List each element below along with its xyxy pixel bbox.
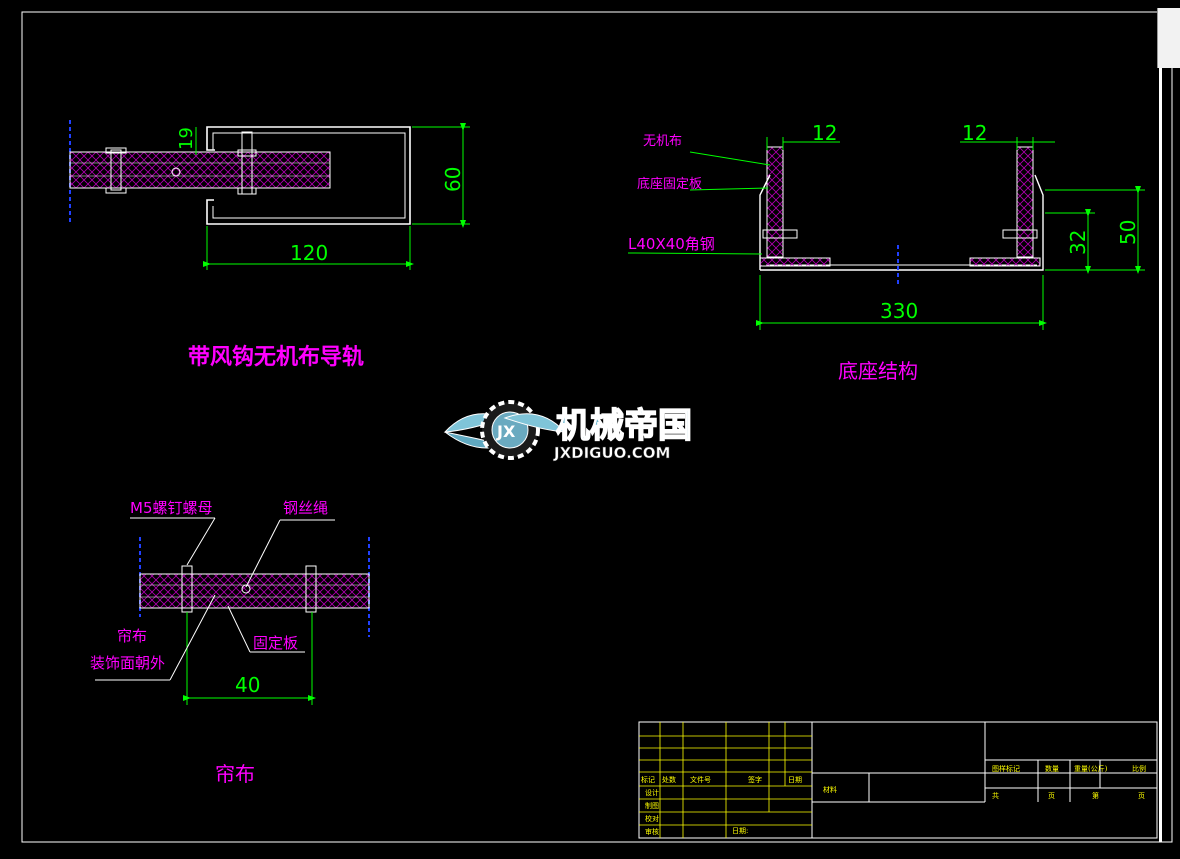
base-dim-top-right: 12 — [962, 121, 987, 145]
title-block — [638, 721, 1158, 839]
watermark-logo: JX 机械帝国 JXDIGUO.COM — [443, 400, 693, 462]
curtain-view: 40 M5螺钉螺母 钢丝绳 帘布 装饰面朝外 固定板 帘布 — [90, 499, 370, 786]
watermark-badge: JX — [496, 422, 516, 441]
tb-label-date2: 日期: — [732, 827, 748, 835]
base-label-cloth: 无机布 — [643, 134, 682, 149]
guide-rail-title: 带风钩无机布导轨 — [188, 344, 364, 370]
guide-rail-curtain — [69, 151, 331, 189]
guide-rail-channel — [206, 126, 411, 225]
guide-rail-height-label: 60 — [441, 167, 465, 192]
curtain-label-facing: 装饰面朝外 — [90, 654, 165, 672]
curtain-label-bolt: M5螺钉螺母 — [130, 499, 213, 517]
guide-rail-bolt-right — [237, 131, 257, 195]
tb-label-review: 审核 — [645, 827, 659, 836]
tb-label-sign: 签字 — [748, 775, 762, 784]
tb-label-pattern-mark: 图样标记 — [992, 764, 1020, 773]
base-label-plate: 底座固定板 — [637, 176, 702, 192]
base-width-label: 330 — [880, 299, 918, 323]
tb-label-docno: 文件号 — [690, 775, 711, 784]
guide-rail-view: 120 60 19 带风钩无机布导轨 — [69, 120, 470, 370]
base-dim-top-left: 12 — [812, 121, 837, 145]
tb-label-weight: 重量(公斤) — [1074, 764, 1108, 773]
tb-label-material: 材料 — [823, 785, 837, 794]
tb-label-page-a: 页 — [1048, 792, 1055, 800]
tb-label-scale: 比例 — [1132, 764, 1146, 773]
guide-rail-width-label: 120 — [290, 241, 328, 265]
watermark-brand: 机械帝国 — [556, 406, 692, 446]
tb-label-check: 校对 — [645, 814, 659, 823]
tb-label-drawing: 制图 — [645, 801, 659, 810]
tb-label-sheet: 第 — [1092, 791, 1099, 800]
base-angle-steel — [759, 174, 1044, 271]
drawing-border-right — [1159, 12, 1162, 842]
title-block-text: 标记 处数 文件号 签字 日期 设计 制图 校对 审核 材料 图样标记 数量 重… — [641, 764, 1146, 836]
curtain-title: 帘布 — [215, 762, 255, 786]
side-panel-toggle[interactable] — [1157, 8, 1180, 68]
base-label-angle: L40X40角钢 — [628, 235, 715, 253]
tb-label-total: 共 — [992, 791, 999, 800]
base-structure-view: 330 12 12 50 32 无机布 底座固定板 L40X40角钢 底座结构 — [627, 121, 1145, 383]
tb-label-count: 处数 — [662, 775, 676, 784]
tb-label-date: 日期 — [788, 776, 802, 784]
base-height-outer-label: 50 — [1116, 220, 1140, 245]
base-height-inner-label: 32 — [1066, 230, 1090, 255]
tb-label-mark: 标记 — [641, 775, 655, 784]
curtain-bolt-right — [305, 565, 317, 613]
watermark-url: JXDIGUO.COM — [553, 444, 670, 462]
curtain-label-curtain: 帘布 — [117, 627, 147, 645]
curtain-spacing-label: 40 — [235, 673, 260, 697]
tb-label-design: 设计 — [645, 788, 659, 797]
guide-rail-hook-label: 19 — [176, 127, 197, 150]
base-title: 底座结构 — [838, 359, 918, 383]
curtain-label-wire: 钢丝绳 — [283, 499, 328, 517]
curtain-label-plate: 固定板 — [253, 634, 298, 652]
guide-rail-bolt-left — [105, 147, 127, 194]
tb-label-quantity: 数量 — [1045, 764, 1059, 773]
drawing-border — [21, 11, 1173, 843]
tb-label-page-b: 页 — [1138, 792, 1145, 800]
